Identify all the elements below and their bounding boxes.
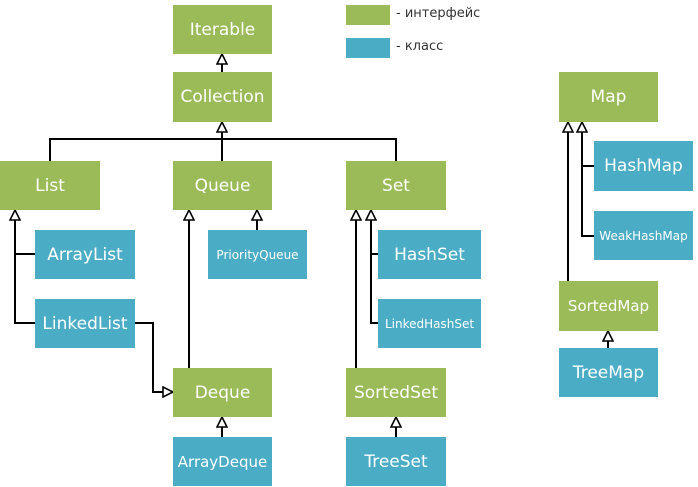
node-arraylist: ArrayList: [35, 230, 135, 279]
node-linkedlist: LinkedList: [35, 299, 135, 348]
node-sortedmap: SortedMap: [559, 281, 658, 331]
node-deque: Deque: [173, 368, 272, 417]
legend-interface-label: - интерфейс: [396, 6, 481, 21]
node-hashmap: HashMap: [594, 141, 693, 191]
node-priorityqueue: PriorityQueue: [208, 230, 307, 279]
edge-linkedlist-deque: [135, 322, 173, 392]
edge-linkedlist-list: [14, 254, 35, 324]
edge-arraylist-list: [15, 210, 35, 255]
node-weakhashmap: WeakHashMap: [594, 211, 693, 260]
legend-interface-swatch: [346, 5, 390, 25]
node-arraydeque: ArrayDeque: [173, 437, 272, 486]
node-queue: Queue: [173, 161, 272, 210]
edge-list-collection: [49, 122, 222, 161]
node-hashset: HashSet: [378, 230, 481, 279]
node-treemap: TreeMap: [559, 348, 658, 397]
node-map: Map: [559, 72, 658, 122]
node-collection: Collection: [173, 72, 272, 122]
node-treeset: TreeSet: [346, 437, 446, 486]
edge-weakhashmap-map: [581, 166, 594, 237]
legend-class-swatch: [346, 38, 390, 58]
edge-set-collection: [222, 138, 397, 161]
edge-hashset-set: [371, 210, 378, 255]
edge-linkedhashset-set: [370, 254, 378, 324]
node-list: List: [0, 161, 100, 210]
legend-class-label: - класс: [396, 39, 444, 54]
edge-hashmap-map: [582, 122, 594, 167]
node-iterable: Iterable: [173, 5, 272, 54]
node-sortedset: SortedSet: [346, 368, 446, 417]
node-linkedhashset: LinkedHashSet: [378, 299, 481, 348]
node-set: Set: [346, 161, 446, 210]
